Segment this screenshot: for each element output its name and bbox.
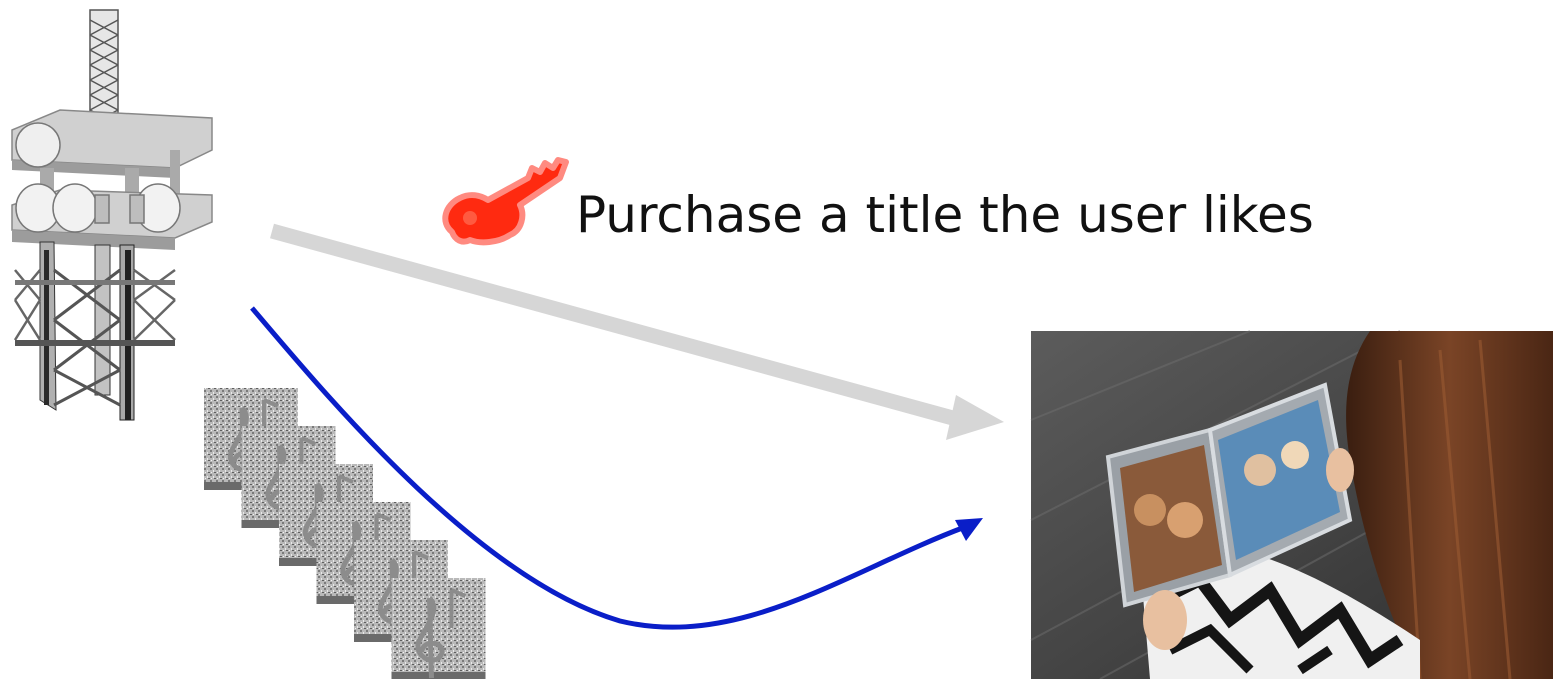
user-photo <box>1031 331 1553 679</box>
license-arrow <box>272 231 1004 440</box>
broadcast-tower-icon <box>12 10 212 420</box>
content-tile-stack <box>204 388 486 679</box>
license-key-icon <box>445 160 566 242</box>
license-caption: Purchase a title the user likes <box>576 186 1314 244</box>
tower-lower-legs <box>15 242 175 420</box>
music-content-icon <box>392 578 486 679</box>
